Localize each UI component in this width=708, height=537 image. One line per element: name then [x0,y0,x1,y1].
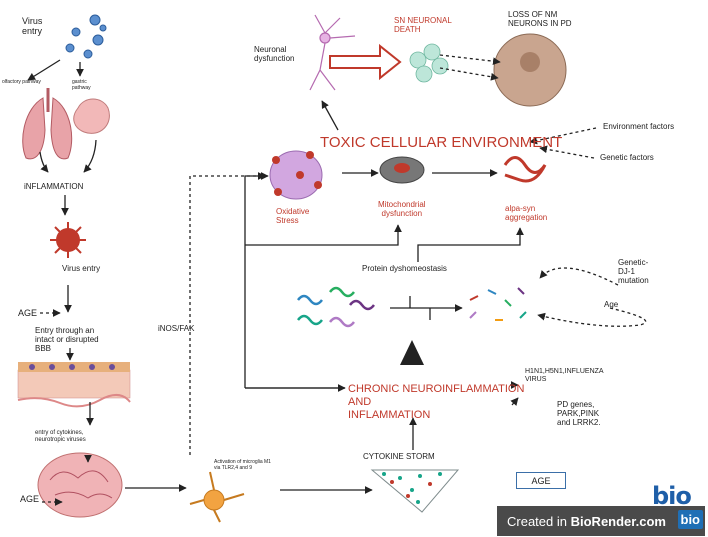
big-up-arrow [400,340,424,365]
oxidative-stress-icon [269,150,323,200]
label-oxidative-stress: Oxidative Stress [276,207,310,226]
biorender-logo: bio [652,482,692,510]
protein-dys-bar [390,296,463,320]
big-arrow-sn [329,43,402,81]
cytokine-storm-icon [370,469,460,513]
credit-brand: BioRender.com [570,513,666,529]
lungs-icon [22,88,73,160]
blood-brain-barrier-icon [17,362,131,408]
age-box-label: AGE [531,475,551,486]
protein-fragments-icon [469,287,527,321]
label-genetic-factors: Genetic factors [600,153,654,162]
neuron-icon [309,14,356,91]
label-pd-genes: PD genes, PARK,PINK and LRRK2. [557,400,601,428]
label-inos-fak: iNOS/FAK [158,324,195,333]
biorender-credit[interactable]: Created in BioRender.com bio [497,506,705,536]
alpha-syn-aggregate-icon [503,156,547,183]
label-microglia-activation: Activation of microglia M1 via TLR2,4 an… [214,459,271,471]
label-sn-neuronal-death: SN NEURONAL DEATH [394,16,452,35]
label-age-right: Age [604,300,619,309]
brain-icon [37,452,123,518]
label-alpha-syn: alpa-syn aggregation [505,204,548,223]
label-entry-bbb: Entry through an intact or disrupted BBB [35,326,99,354]
midbrain-section-icon [493,33,567,107]
label-loss-nm: LOSS OF NM NEURONS IN PD [508,10,572,29]
sn-cells-icon [409,43,449,83]
virus-particles-icon [65,14,107,59]
label-age-2: AGE [20,494,40,504]
label-neuronal-dysfunction: Neuronal dysfunction [254,45,295,64]
label-entry-cytokines: entry of cytokines, neurotropic viruses [35,430,86,443]
virus-red-icon [50,222,86,258]
label-gastric-pathway: gastric pathway [72,79,91,91]
label-virus-entry-top: Virus entry [22,16,43,37]
stomach-icon [73,98,110,134]
label-environment-factors: Environment factors [603,122,675,131]
label-cytokine-storm: CYTOKINE STORM [363,452,435,461]
label-age-1: AGE [18,308,38,318]
solid-arrows [27,59,524,494]
label-protein-dys: Protein dyshomeostasis [362,264,447,273]
protein-aggregates-icon [297,286,375,328]
credit-prefix: Created in [507,513,567,529]
label-chronic-neuro: CHRONIC NEUROINFLAMMATION AND INFLAMMATI… [348,383,525,422]
label-h1n1: H1N1,H5N1,INFLUENZA VIRUS [525,368,604,384]
age-box: AGE [516,472,566,489]
dashed-arrows [40,54,647,506]
label-virus-entry-mid: Virus entry [62,264,101,273]
credit-badge: bio [677,510,703,529]
microglia-icon [189,471,245,523]
label-mito-dysfunction: Mitochondrial dysfunction [378,200,426,219]
label-genetic-dj1: Genetic- DJ-1 mutation [618,258,649,286]
mitochondria-icon [379,156,425,184]
label-inflammation: iNFLAMMATION [24,182,84,191]
label-toxic-env: TOXIC CELLULAR ENVIRONMENT [320,134,563,151]
label-olfactory-pathway: olfactory pathway [2,79,41,85]
